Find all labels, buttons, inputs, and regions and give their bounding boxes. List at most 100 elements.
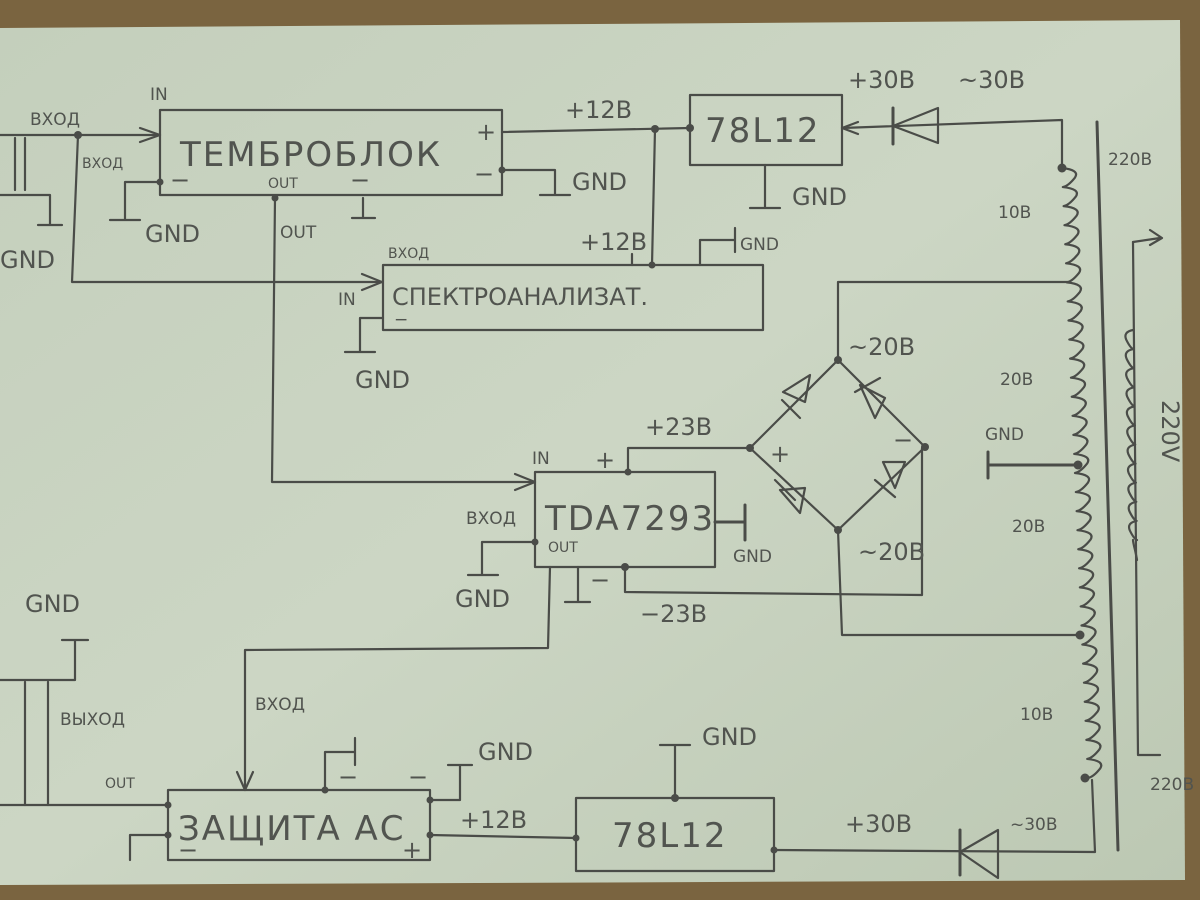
spectrum-gnd-label: GND xyxy=(355,366,410,394)
tone-block: ТЕМБРОБЛОК IN ВХОД ВХОД OUT OUT + − − − xyxy=(30,85,504,243)
regulator-bottom-gnd xyxy=(658,743,692,800)
winding-10-bottom: 10В xyxy=(1020,705,1053,725)
plus23-wire xyxy=(626,446,752,472)
spectrum-gnd xyxy=(343,316,385,354)
tone-minus-out: − xyxy=(350,166,370,194)
tone-block-in-label: IN xyxy=(150,85,168,105)
bridge-plus: + xyxy=(770,440,790,468)
tone-input-label-2: ВХОД xyxy=(82,156,123,172)
amp-input-wire xyxy=(270,196,537,484)
spectrum-gnd-top-label: GND xyxy=(740,235,779,255)
tone-input-label: ВХОД xyxy=(30,110,80,130)
tone-minus: − xyxy=(474,160,494,188)
protection-minus: − xyxy=(178,836,198,864)
diode-icon xyxy=(780,373,812,420)
regulator-top-gnd xyxy=(748,163,782,210)
protection-plus12-wire xyxy=(428,833,578,840)
speaker-protection: ЗАЩИТА АС ВХОД OUT ВЫХОД − − − + xyxy=(60,695,432,864)
tone-block-box xyxy=(158,108,504,197)
center-tap-gnd xyxy=(986,450,1080,480)
spectrum-gnd-top xyxy=(698,226,737,267)
protection-out-label: OUT xyxy=(105,776,135,792)
primary-220-bottom-label: 220В xyxy=(1150,775,1194,795)
junction xyxy=(164,801,172,809)
amp-gnd-left-label: GND xyxy=(455,585,510,613)
tone-gnd-right-label: GND xyxy=(572,168,627,196)
tone-in-arrow xyxy=(138,126,162,144)
plus30-bottom-label: +30В xyxy=(845,810,912,838)
junction xyxy=(624,468,632,476)
junction xyxy=(156,178,164,186)
junction xyxy=(1080,773,1090,783)
diode-icon xyxy=(773,478,807,515)
center-tap-gnd-label: GND xyxy=(985,425,1024,445)
output-gnd-label: GND xyxy=(25,590,80,618)
amp-in-label: IN xyxy=(532,449,550,469)
amp-gnd-right xyxy=(713,503,747,542)
junction xyxy=(671,794,679,802)
protection-name: ЗАЩИТА АС xyxy=(178,809,406,849)
junction xyxy=(426,796,434,804)
tone-gnd-label: GND xyxy=(145,220,200,248)
amp-output-wire xyxy=(243,565,552,792)
ac20-top-wire xyxy=(836,280,1070,362)
spectrum-name: СПЕКТРОАНАЛИЗАТ. xyxy=(392,283,648,311)
protection-box xyxy=(166,788,432,862)
minus23-wire xyxy=(623,446,924,597)
ac20-top-label: ~20В xyxy=(848,333,915,361)
regulator-bottom-name: 78L12 xyxy=(612,816,727,856)
regulator-top-gnd-label: GND xyxy=(792,183,847,211)
winding-10-top: 10В xyxy=(998,203,1031,223)
diode-top-icon xyxy=(891,106,940,145)
amp-input-label: ВХОД xyxy=(466,509,516,529)
primary-leads xyxy=(1131,240,1162,757)
junction xyxy=(621,563,629,571)
ac30-top-label: ~30В xyxy=(958,66,1025,94)
spectrum-minus: − xyxy=(394,310,408,330)
spectrum-in-label: IN xyxy=(338,290,356,310)
regulator-bottom-gnd-label: GND xyxy=(702,723,757,751)
spectrum-input-label: ВХОД xyxy=(388,246,429,262)
bridge-minus: − xyxy=(893,426,913,454)
junction xyxy=(1075,630,1085,640)
protection-plus: + xyxy=(402,836,422,864)
protection-minus-3: − xyxy=(408,763,428,791)
spectrum-input-wire xyxy=(70,133,382,284)
spectrum-in-arrow xyxy=(360,272,384,292)
output-gnd-wires xyxy=(0,638,90,807)
amp-gnd-left xyxy=(466,540,537,577)
junction xyxy=(770,846,778,854)
amp-minus: − xyxy=(590,566,610,594)
minus23-label: −23В xyxy=(640,600,707,628)
diode-bridge: + − xyxy=(746,356,929,534)
amp-plus: + xyxy=(595,446,615,474)
spectrum-box xyxy=(381,263,765,332)
left-gnd-symbol xyxy=(0,193,64,227)
plus23-label: +23В xyxy=(645,413,712,441)
regulator-bottom: 78L12 xyxy=(574,796,776,873)
tone-out-label-2: OUT xyxy=(280,223,317,243)
primary-220v-label: 220V xyxy=(1156,400,1184,463)
junction xyxy=(648,261,656,269)
regulator-top-name: 78L12 xyxy=(705,111,820,151)
junction xyxy=(572,834,580,842)
reg-in-arrow xyxy=(840,120,860,136)
diode-bottom-icon xyxy=(958,828,1000,880)
left-gnd-label: GND xyxy=(0,246,55,274)
spectrum-analyzer: СПЕКТРОАНАЛИЗАТ. ВХОД IN − xyxy=(338,246,765,332)
junction xyxy=(1057,163,1067,173)
tone-block-name: ТЕМБРОБЛОК xyxy=(179,135,442,175)
bottom-rail-wire xyxy=(772,778,1097,854)
regulator-top: 78L12 xyxy=(688,93,844,167)
plus12-down-wire xyxy=(650,127,657,267)
protection-plus12-label: +12В xyxy=(460,806,527,834)
junction xyxy=(164,831,172,839)
plus30-top-label: +30В xyxy=(848,66,915,94)
amp-out-label: OUT xyxy=(548,540,578,556)
transformer-core xyxy=(1095,120,1120,852)
tone-plus: + xyxy=(476,118,496,146)
amp-gnd-bottom xyxy=(563,565,592,604)
diode-icon xyxy=(853,376,887,420)
